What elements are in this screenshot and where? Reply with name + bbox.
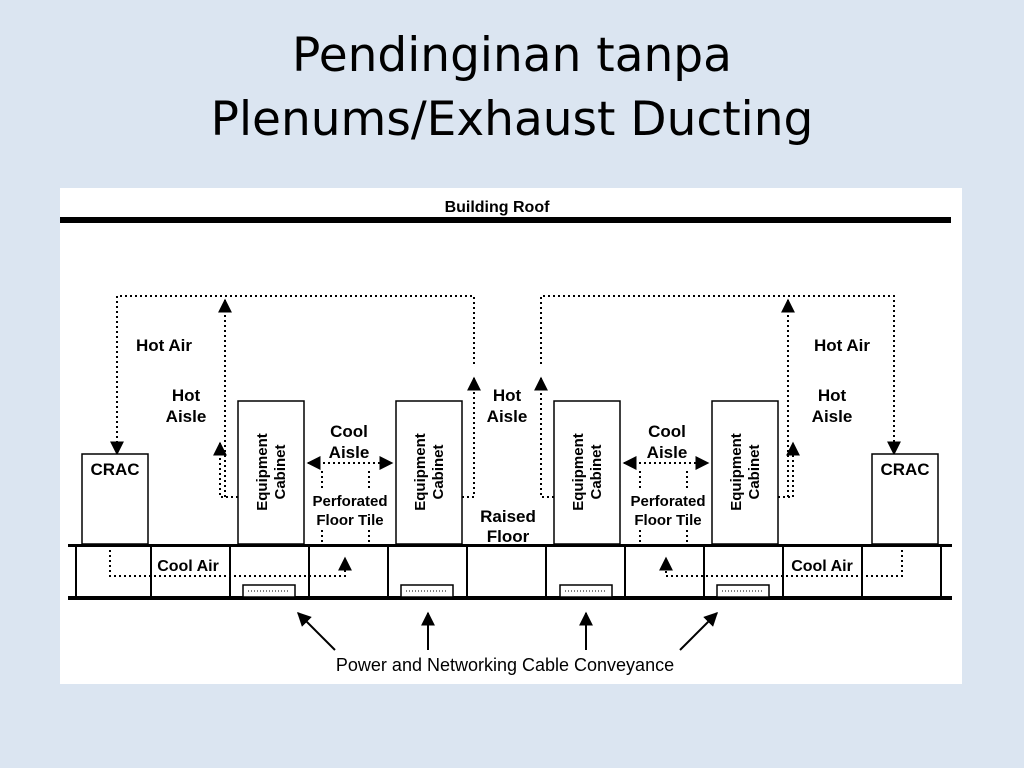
- title-line-2: Plenums/Exhaust Ducting: [210, 92, 814, 147]
- floor-dividers: [75, 546, 942, 596]
- title-line-1: Pendinginan tanpa: [292, 28, 732, 83]
- hot-aisle-right-line1: Hot: [818, 386, 847, 405]
- hot-aisle-left-line2: Aisle: [166, 407, 207, 426]
- svg-text:Equipment: Equipment: [570, 433, 587, 511]
- hot-aisle-flows: [213, 376, 800, 544]
- hot-air-right-loop: [540, 295, 901, 456]
- diagram-svg: Building Roof CRAC CRAC Equipment Cab: [60, 199, 952, 675]
- hot-air-right-label: Hot Air: [814, 336, 870, 355]
- cabinet-1: Equipment Cabinet: [237, 400, 305, 545]
- svg-text:Equipment: Equipment: [728, 433, 745, 511]
- hot-aisle-center-line1: Hot: [493, 386, 522, 405]
- floor-bottom-line: [68, 596, 952, 600]
- cooling-diagram: Building Roof CRAC CRAC Equipment Cab: [60, 188, 962, 684]
- cabinet-4: Equipment Cabinet: [711, 400, 779, 545]
- perforated-right-line2: Floor Tile: [634, 512, 701, 529]
- cable-trays: [242, 584, 770, 598]
- svg-text:Equipment: Equipment: [412, 433, 429, 511]
- cool-aisle-left-line1: Cool: [330, 422, 368, 441]
- hot-air-left-loop: [110, 295, 475, 456]
- raised-floor-line2: Floor: [487, 527, 530, 546]
- svg-text:Cabinet: Cabinet: [746, 444, 763, 499]
- cool-aisle-left-line2: Aisle: [329, 443, 370, 462]
- svg-text:Cabinet: Cabinet: [430, 444, 447, 499]
- perforated-right-line1: Perforated: [630, 493, 705, 510]
- svg-text:CRAC: CRAC: [90, 460, 139, 479]
- cable-conveyance-label: Power and Networking Cable Conveyance: [336, 655, 674, 675]
- hot-aisle-right-line2: Aisle: [812, 407, 853, 426]
- svg-text:Cabinet: Cabinet: [272, 444, 289, 499]
- crac-left: CRAC: [81, 453, 149, 545]
- cool-air-right-label: Cool Air: [791, 558, 853, 575]
- roof-label: Building Roof: [445, 199, 551, 216]
- svg-text:Cabinet: Cabinet: [588, 444, 605, 499]
- svg-text:CRAC: CRAC: [880, 460, 929, 479]
- hot-aisle-left-line1: Hot: [172, 386, 201, 405]
- raised-floor-line1: Raised: [480, 507, 536, 526]
- hot-air-loops: [110, 295, 901, 497]
- perforated-left-line1: Perforated: [312, 493, 387, 510]
- cool-air-flows: [109, 550, 903, 577]
- slide-title: Pendinginan tanpa Plenums/Exhaust Ductin…: [0, 24, 1024, 152]
- roof-line: [60, 217, 951, 223]
- cool-aisle-right-line1: Cool: [648, 422, 686, 441]
- perforated-left-line2: Floor Tile: [316, 512, 383, 529]
- cabinet-2: Equipment Cabinet: [395, 400, 463, 545]
- crac-right: CRAC: [871, 453, 939, 545]
- cable-arrows: [297, 611, 718, 651]
- cool-air-left-label: Cool Air: [157, 558, 219, 575]
- floor-top-line: [68, 544, 952, 547]
- cabinet-3: Equipment Cabinet: [553, 400, 621, 545]
- svg-text:Equipment: Equipment: [254, 433, 271, 511]
- hot-aisle-center-line2: Aisle: [487, 407, 528, 426]
- cool-aisle-right-line2: Aisle: [647, 443, 688, 462]
- hot-air-left-label: Hot Air: [136, 336, 192, 355]
